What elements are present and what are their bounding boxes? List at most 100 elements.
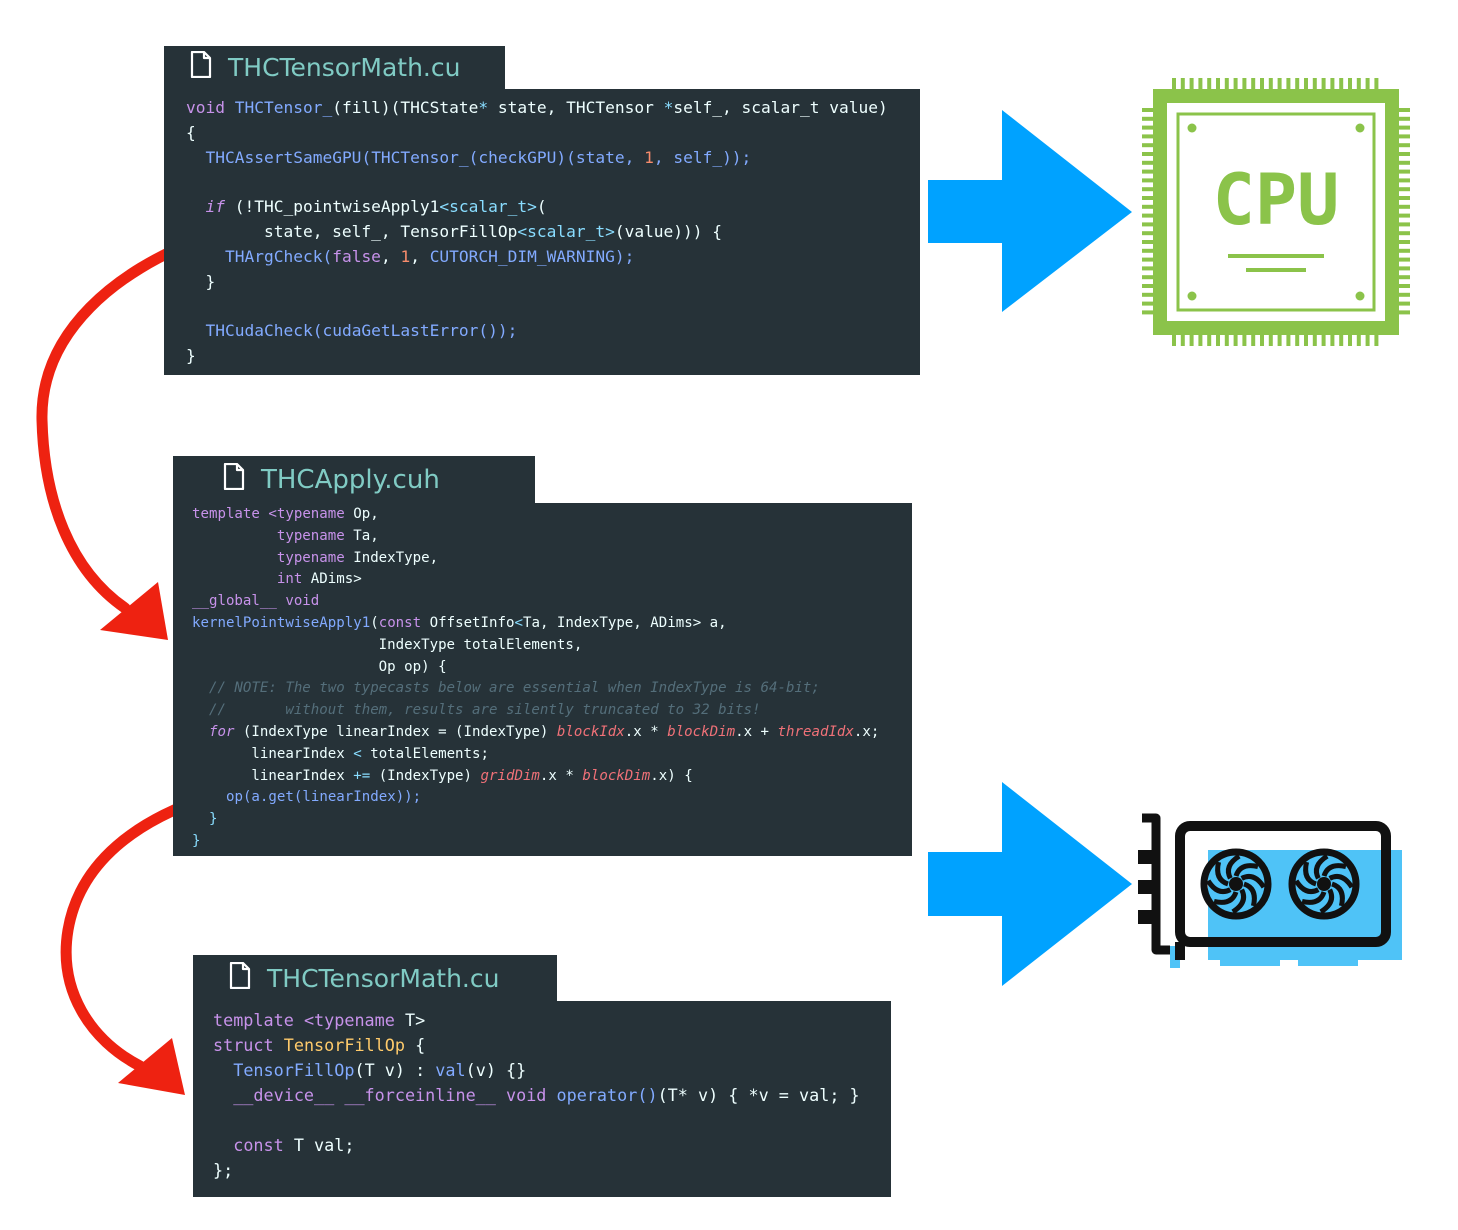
file-icon	[223, 462, 245, 497]
code-token: false	[332, 246, 381, 266]
code-token: <	[353, 745, 362, 762]
code-token: (v) {}	[465, 1060, 527, 1080]
code-token: (!THC_pointwiseApply1	[225, 197, 440, 217]
code-token: checkGPU	[478, 147, 557, 167]
code-line: kernelPointwiseApply1(const OffsetInfo<T…	[192, 613, 879, 635]
code-token: T val;	[283, 1135, 355, 1155]
code-token: T>	[394, 1010, 426, 1030]
code-token: THCAssertSameGPU	[205, 147, 362, 167]
code-token: operator()	[556, 1085, 658, 1105]
code-token: ,	[380, 246, 401, 266]
code-token: {	[404, 1035, 426, 1055]
code-token: (	[312, 321, 323, 341]
code-token: const	[233, 1135, 284, 1155]
code-line: if (!THC_pointwiseApply1<scalar_t>(	[186, 195, 888, 220]
code-token: <typename	[268, 506, 345, 522]
code-line: TensorFillOp(T v) : val(v) {}	[213, 1058, 860, 1083]
code-token: (	[468, 147, 479, 167]
code-line: {	[186, 121, 888, 146]
code-line: template <typename Op,	[192, 504, 879, 526]
code-line: __device__ __forceinline__ void operator…	[213, 1083, 859, 1108]
code-token: 1	[644, 147, 654, 167]
code-token: }	[192, 832, 201, 849]
code-panel-3: template <typename T>struct TensorFillOp…	[193, 1001, 891, 1197]
code-panel-2: template <typename Op, typename Ta, type…	[173, 503, 912, 856]
code-token: <scalar_t>	[439, 197, 537, 217]
code-token: > a,	[692, 614, 727, 631]
code-token: );	[614, 246, 635, 266]
code-token: .x *	[539, 767, 583, 784]
code-token: linearIndex	[192, 745, 354, 762]
red-arrowhead	[118, 1038, 185, 1095]
code-token: Op op) {	[192, 658, 447, 675]
blue-arrow	[928, 782, 1132, 986]
code-line: }	[186, 344, 888, 369]
code-token: blockDim	[667, 723, 736, 740]
code-line: // without them, results are silently tr…	[192, 700, 879, 722]
code-token: Ta, IndexType, ADims	[522, 614, 693, 631]
code-line: THArgCheck(false, 1, CUTORCH_DIM_WARNING…	[186, 245, 888, 270]
code-token: for	[192, 723, 235, 740]
code-token: (	[361, 147, 372, 167]
code-block-2: template <typename Op, typename Ta, type…	[192, 504, 879, 853]
code-token: +=	[353, 767, 371, 784]
code-token: *	[478, 98, 498, 117]
code-token: struct	[213, 1035, 284, 1055]
code-line: }	[186, 270, 888, 295]
code-token: get	[268, 789, 294, 806]
code-token: TensorFillOp	[233, 1060, 355, 1080]
code-token: op	[225, 789, 243, 806]
cpu-icon: CPU	[1142, 78, 1410, 346]
code-line: state, self_, TensorFillOp<scalar_t>(val…	[186, 220, 888, 245]
file-icon	[229, 961, 251, 995]
code-line: template <typename T>	[213, 1008, 860, 1033]
code-line: for (IndexType linearIndex = (IndexType)…	[192, 722, 879, 744]
file-name: THCApply.cuh	[261, 464, 440, 495]
code-token: ADims>	[302, 571, 362, 588]
code-token: {	[186, 122, 196, 142]
file-tab[interactable]: THCTensorMath.cu	[164, 46, 505, 89]
code-token: (value))) {	[614, 221, 723, 241]
code-token: , self_));	[653, 147, 752, 167]
file-name: THCTensorMath.cu	[228, 53, 461, 82]
code-token: .x +	[735, 723, 778, 740]
code-token: .x) {	[650, 767, 693, 784]
code-panel-1: void THCTensor_(fill)(THCState* state, T…	[164, 89, 920, 375]
code-token: };	[213, 1160, 234, 1180]
code-line: THCudaCheck(cudaGetLastError());	[186, 319, 888, 344]
code-token: __device__ __forceinline__ void	[213, 1085, 557, 1105]
code-token: <	[514, 614, 523, 631]
code-line: op(a.get(linearIndex));	[192, 787, 879, 809]
code-block-3: template <typename T>struct TensorFillOp…	[213, 1008, 860, 1183]
code-token: <typename	[303, 1010, 395, 1030]
code-token: void	[186, 98, 235, 117]
code-token: }	[186, 345, 196, 365]
code-token: (T v) :	[354, 1060, 436, 1080]
code-line: struct TensorFillOp {	[213, 1033, 860, 1058]
code-token: .x;	[853, 723, 880, 740]
code-token: TensorFillOp	[283, 1035, 405, 1055]
code-line: // NOTE: The two typecasts below are ess…	[192, 678, 879, 700]
code-token: gridDim	[480, 767, 540, 784]
code-token: template	[192, 506, 269, 522]
code-line: linearIndex += (IndexType) gridDim.x * b…	[192, 766, 879, 788]
file-tab[interactable]: THCApply.cuh	[173, 456, 535, 503]
code-line: THCAssertSameGPU(THCTensor_(checkGPU)(st…	[186, 146, 888, 171]
code-block-1: void THCTensor_(fill)(THCState* state, T…	[186, 96, 888, 369]
code-token: state, self_, TensorFillOp	[186, 221, 518, 241]
code-token: state, THCTensor	[497, 98, 664, 117]
code-token: }	[192, 811, 218, 828]
code-token: 1	[400, 246, 411, 266]
code-line: IndexType totalElements,	[192, 635, 879, 657]
code-token: if	[205, 197, 226, 217]
code-line: typename IndexType,	[192, 548, 879, 570]
code-token: self_, scalar_t value)	[673, 98, 888, 117]
file-tab[interactable]: THCTensorMath.cu	[193, 955, 557, 1001]
code-token: <scalar_t>	[517, 221, 615, 241]
code-token: ());	[478, 321, 518, 341]
code-token: totalElements;	[361, 745, 489, 762]
code-token: // NOTE: The two typecasts below are ess…	[192, 680, 820, 697]
code-token: typename	[192, 549, 345, 566]
code-token: (	[322, 246, 333, 266]
code-line: Op op) {	[192, 657, 879, 679]
